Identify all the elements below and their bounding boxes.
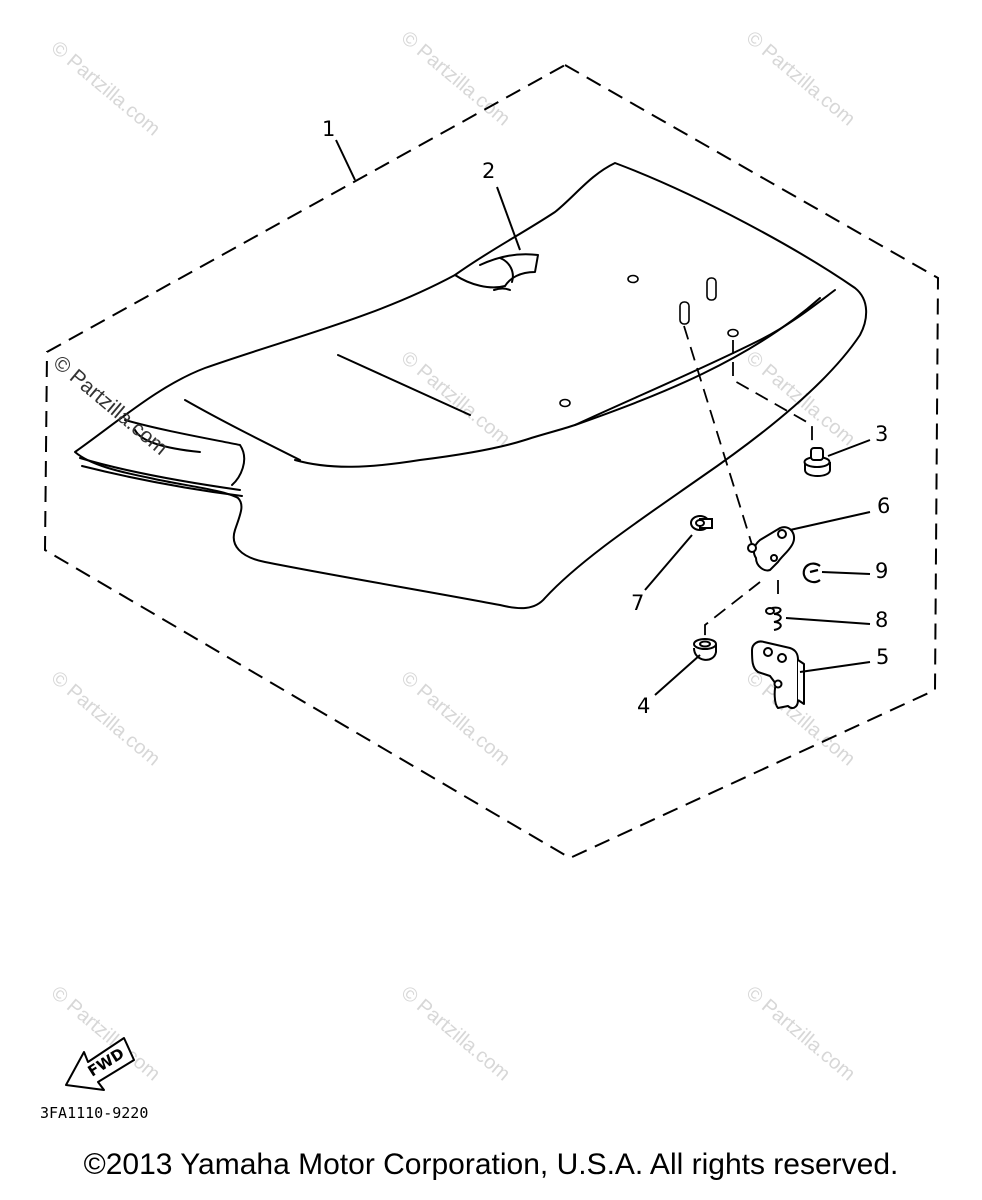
callout-6: 6 xyxy=(877,494,890,518)
assembly-boundary xyxy=(43,63,940,860)
callout-3: 3 xyxy=(875,422,888,446)
callout-2: 2 xyxy=(482,159,495,183)
callout-5: 5 xyxy=(876,645,889,669)
part-5-plate xyxy=(751,640,805,709)
diagram-code: 3FA1110-9220 xyxy=(40,1104,148,1122)
watermark-layer: © Partzilla.com © Partzilla.com © Partzi… xyxy=(47,27,859,1085)
callout-leaders xyxy=(335,139,871,696)
callout-8: 8 xyxy=(875,608,888,632)
watermark: © Partzilla.com xyxy=(47,37,164,140)
callout-9: 9 xyxy=(875,559,888,583)
watermark: © Partzilla.com xyxy=(47,667,164,770)
watermark-overlay: © Partzilla.com xyxy=(49,351,172,460)
fwd-arrow: FWD xyxy=(65,1037,135,1091)
mounting-holes xyxy=(559,274,739,408)
part-3-stopper xyxy=(803,447,831,477)
fwd-arrow-icon xyxy=(65,1037,135,1091)
watermark: © Partzilla.com xyxy=(397,667,514,770)
part-8-spring xyxy=(765,606,782,631)
callout-4: 4 xyxy=(637,694,650,718)
watermark: © Partzilla.com xyxy=(397,347,514,450)
watermark: © Partzilla.com xyxy=(742,27,859,130)
callout-numbers: 1 2 3 4 5 6 7 8 9 xyxy=(322,117,890,718)
watermark: © Partzilla.com xyxy=(742,982,859,1085)
watermark-dark: © Partzilla.com xyxy=(49,351,172,460)
callout-1: 1 xyxy=(322,117,335,141)
part-6-hook xyxy=(747,526,796,572)
watermark: © Partzilla.com xyxy=(397,982,514,1085)
part-7-bolt xyxy=(690,515,713,531)
part-9-clip xyxy=(802,562,821,584)
part-4-grommet xyxy=(693,638,717,661)
seat-body xyxy=(74,162,868,610)
callout-7: 7 xyxy=(631,591,644,615)
assembly-guides xyxy=(683,325,813,638)
watermark: © Partzilla.com xyxy=(397,27,514,130)
copyright-notice: ©2013 Yamaha Motor Corporation, U.S.A. A… xyxy=(83,1148,899,1181)
